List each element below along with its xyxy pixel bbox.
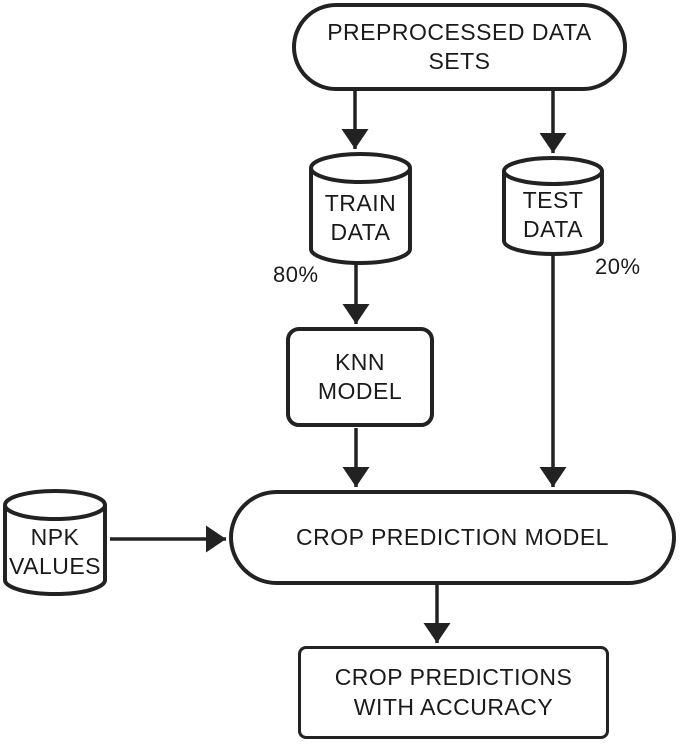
node-crop-prediction-model: CROP PREDICTION MODEL bbox=[229, 490, 676, 585]
edge-label-80-percent: 80% bbox=[273, 262, 319, 287]
node-knn-model: KNN MODEL bbox=[286, 327, 434, 427]
edge-label-20-percent: 20% bbox=[595, 254, 641, 279]
node-train-data: TRAIN DATA bbox=[309, 152, 412, 265]
node-crop-predictions-with-accuracy: CROP PREDICTIONS WITH ACCURACY bbox=[298, 646, 609, 739]
database-cylinder-icon bbox=[3, 489, 107, 596]
node-npk-values: NPK VALUES bbox=[3, 489, 107, 596]
node-label: TEST DATA bbox=[522, 187, 584, 242]
node-label: CROP PREDICTIONS WITH ACCURACY bbox=[334, 664, 573, 720]
node-label: TRAIN DATA bbox=[324, 189, 397, 245]
node-label: KNN MODEL bbox=[317, 348, 403, 404]
node-label: PREPROCESSED DATA SETS bbox=[327, 18, 592, 74]
node-label: NPK VALUES bbox=[8, 523, 102, 579]
database-cylinder-icon bbox=[309, 152, 412, 265]
node-test-data: TEST DATA bbox=[502, 156, 604, 256]
node-preprocessed-data-sets: PREPROCESSED DATA SETS bbox=[292, 3, 627, 91]
node-label: CROP PREDICTION MODEL bbox=[296, 523, 609, 550]
database-cylinder-icon bbox=[502, 156, 604, 256]
